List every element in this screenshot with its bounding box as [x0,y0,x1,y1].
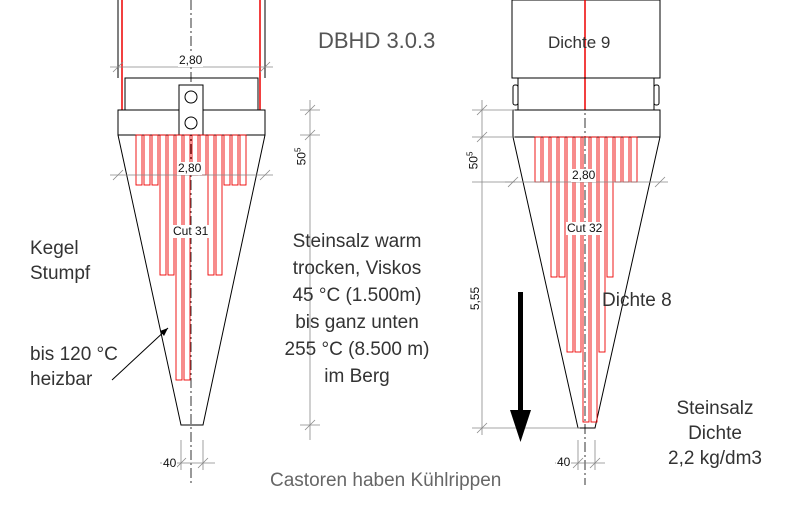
height-dimension: 505 [465,151,481,170]
dimension-lines [110,61,668,470]
density-top-label: Dichte 9 [548,33,611,52]
leader-line [111,327,169,381]
heater-tube [183,134,191,381]
density-cone-label: Dichte 8 [602,290,672,311]
cone-frustum [512,136,661,429]
heater-tube [614,136,622,183]
heater-tube [135,134,143,186]
length-dimension: 5,55 [468,286,483,311]
heater-tubes [135,134,247,381]
heater-tube [550,136,558,278]
drawing-title: DBHD 3.0.3 [318,28,436,53]
tip-dimension: 40 [162,456,178,470]
heater-tube [223,134,231,186]
heater-tube [574,136,582,353]
bolt-hole [184,116,198,130]
heater-tube [215,134,223,276]
heater-tube [558,136,566,278]
heater-tube [534,136,542,183]
coupling-box [517,77,655,111]
heater-tube [175,134,183,381]
cone-frustum [117,134,266,426]
width-dimension-top: 2,80 [178,53,204,67]
base-plate [512,109,661,138]
hinge [653,84,660,106]
cut-label: Cut 32 [566,221,604,235]
heater-tube [231,134,239,186]
right-probe [511,0,661,485]
heater-tube [566,136,574,353]
tip-dimension: 40 [556,455,572,469]
heater-tube [598,136,606,353]
left-probe [117,0,266,485]
cut-label: Cut 31 [172,224,210,238]
width-dimension-mid: 2,80 [177,161,203,175]
hinge [512,84,519,106]
footer-note: Castoren haben Kühlrippen [270,470,502,491]
heater-tube [159,134,167,276]
heater-tube [590,136,598,423]
height-dimension: 505 [293,147,309,166]
heater-tube [167,134,175,276]
width-dimension-mid: 2,80 [571,168,597,182]
lug-block [178,84,204,136]
heater-tube [582,136,590,423]
bolt-hole [184,90,198,104]
heater-tube [239,134,247,186]
heater-tube [143,134,151,186]
heater-tube [606,136,614,278]
heater-tube [207,134,215,276]
direction-arrow [510,292,531,442]
leader-arrowhead [160,328,168,336]
heater-tube [630,136,638,183]
heater-tube [622,136,630,183]
heater-tube [542,136,550,183]
heater-tube [151,134,159,186]
